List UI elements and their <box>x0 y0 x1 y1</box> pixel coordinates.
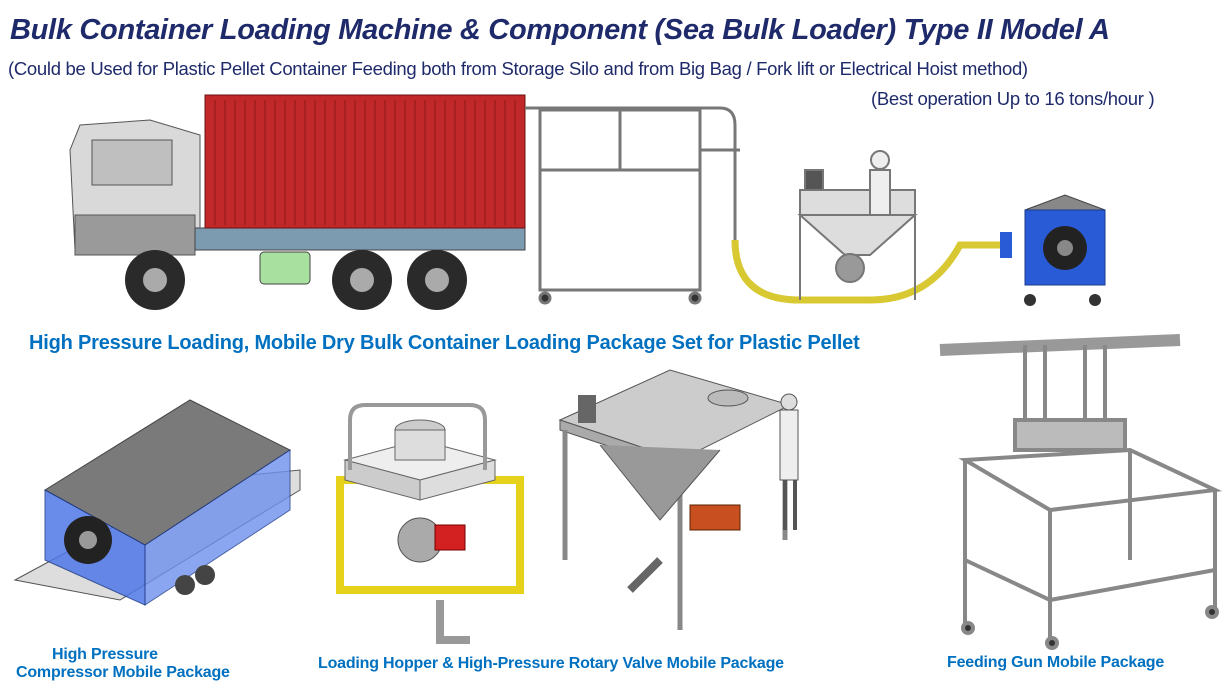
compressor-caption-line1: High Pressure <box>52 646 158 663</box>
subtitle: (Could be Used for Plastic Pellet Contai… <box>8 58 1028 79</box>
compressor-caption-line2: Compressor Mobile Package <box>16 664 230 681</box>
feeding-gun-illustration-top <box>525 106 740 305</box>
hopper-caption: Loading Hopper & High-Pressure Rotary Va… <box>318 655 784 672</box>
hopper-rotary-valve-illustration <box>336 403 524 644</box>
hose <box>731 239 1000 304</box>
loading-hopper-illustration-top <box>797 150 918 300</box>
truck-illustration <box>69 94 526 310</box>
compressor-package-illustration <box>13 399 301 606</box>
page-title: Bulk Container Loading Machine & Compone… <box>10 14 1110 46</box>
capacity-note: (Best operation Up to 16 tons/hour ) <box>871 88 1155 109</box>
feeding-gun-package-illustration <box>939 334 1223 650</box>
compressor-illustration-top <box>1000 194 1106 306</box>
package-title: High Pressure Loading, Mobile Dry Bulk C… <box>29 332 860 354</box>
hopper-with-operator-illustration <box>558 369 799 630</box>
feeding-gun-caption: Feeding Gun Mobile Package <box>947 654 1165 671</box>
